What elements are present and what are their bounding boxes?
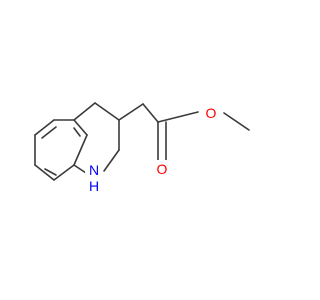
bond-ring-f bbox=[34, 164, 55, 181]
bond-ring-c bbox=[73, 119, 88, 136]
bond-ring-a bbox=[34, 119, 55, 136]
bond-ring2-b bbox=[94, 102, 120, 121]
atom-oxygen-ester: O bbox=[206, 105, 217, 121]
bond-ring-d bbox=[73, 134, 88, 166]
bond-chain-a bbox=[118, 103, 144, 121]
bond-layer bbox=[34, 102, 250, 181]
atom-nitrogen: N bbox=[89, 162, 99, 178]
bond-ring-inner-b bbox=[73, 127, 81, 137]
bond-ring2-a bbox=[73, 102, 96, 121]
atom-oxygen-carbonyl: O bbox=[157, 161, 168, 177]
bond-ring-inner-c bbox=[44, 168, 57, 176]
structure-diagram: O O N H bbox=[34, 102, 250, 194]
bond-ring2-e bbox=[73, 164, 87, 174]
atom-layer: O O N H bbox=[85, 104, 219, 194]
bond-ester-b bbox=[223, 112, 250, 131]
bond-ring-inner-a bbox=[41, 126, 57, 139]
bond-chain-b bbox=[142, 103, 159, 123]
bond-ring-e bbox=[53, 164, 75, 181]
bond-ring2-d bbox=[103, 149, 120, 172]
atom-bg-nitrogen bbox=[85, 164, 103, 194]
atom-nitrogen-hydrogen: H bbox=[89, 178, 99, 194]
atom-bg-oxygen-ester bbox=[203, 104, 219, 122]
atom-bg-oxygen-carbonyl bbox=[154, 160, 170, 178]
bond-ester-a bbox=[157, 111, 199, 123]
